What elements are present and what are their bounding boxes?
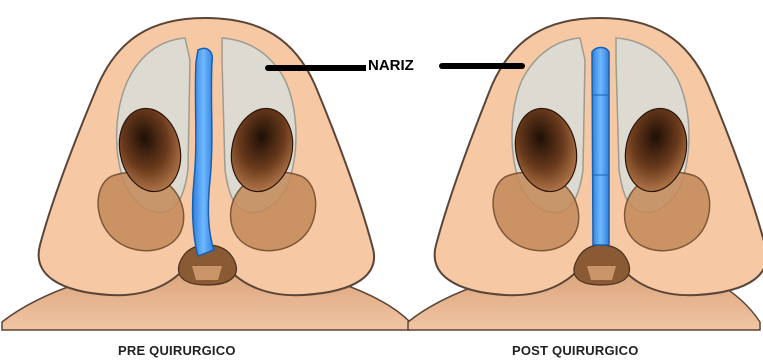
pre-surgery-nose <box>2 18 410 330</box>
post-straight-septum <box>592 48 609 246</box>
pre-surgery-caption: PRE QUIRURGICO <box>118 343 236 358</box>
nose-label: NARIZ <box>366 57 416 74</box>
post-surgery-caption: POST QUIRURGICO <box>512 343 639 358</box>
